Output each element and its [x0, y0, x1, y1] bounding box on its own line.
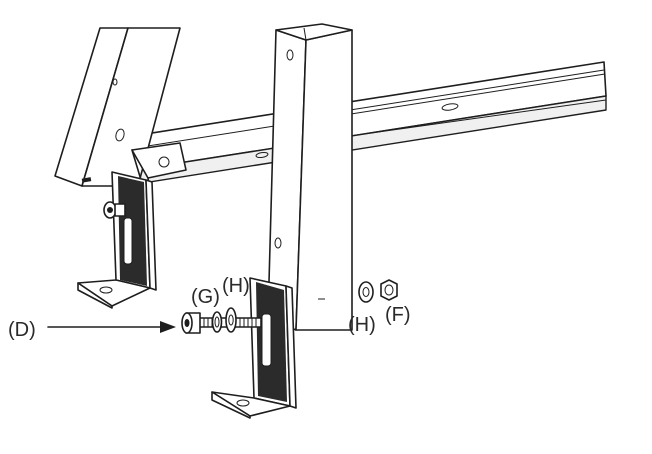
right-l-foot: [211, 277, 297, 419]
flat-washer-h-left: [225, 307, 237, 333]
label-h-right: (H): [348, 314, 376, 336]
label-f: (F): [385, 304, 411, 326]
flat-washer-h-right: [358, 281, 374, 303]
label-g: (G): [191, 286, 220, 308]
bolt-pointer-arrow: [47, 321, 176, 333]
hex-nut-f: [380, 279, 398, 301]
label-h-top: (H): [222, 275, 250, 297]
bolt-head: [181, 312, 201, 334]
horizontal-rail: [119, 61, 607, 187]
bolt-assembly: [181, 307, 262, 334]
left-l-foot: [77, 171, 157, 309]
spring-washer-g: [211, 311, 223, 333]
right-foot-serrations: [256, 282, 287, 402]
left-foot-serrations: [118, 176, 147, 286]
vertical-post: [267, 23, 353, 331]
left-inclined-leg: [54, 27, 181, 187]
label-d: (D): [8, 319, 36, 341]
